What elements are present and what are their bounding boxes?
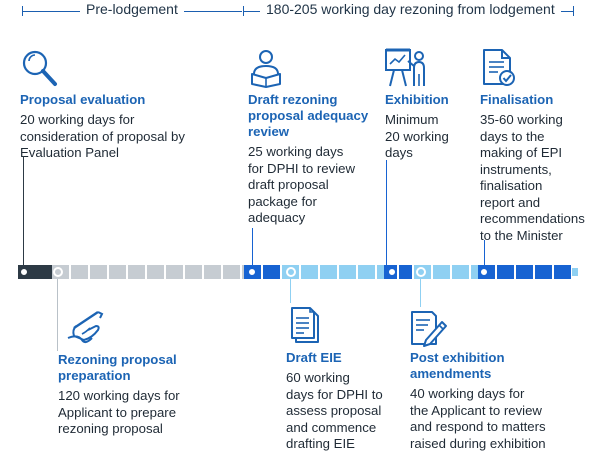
stage-description: 60 working days for DPHI to assess propo… (286, 370, 383, 451)
stage-description: Minimum 20 working days (385, 112, 449, 160)
stage-title: Finalisation (480, 92, 554, 107)
stage-draft-rezoning-review: Draft rezoning proposal adequacy review … (248, 92, 383, 227)
document-pencil-icon (411, 311, 447, 347)
stage-title: Draft EIE (286, 350, 342, 365)
stage-description: 120 working days for Applicant to prepar… (58, 388, 180, 436)
milestone-proposal-evaluation (19, 267, 29, 277)
document-stack-icon (291, 307, 319, 343)
document-check-icon (483, 49, 515, 86)
person-reading-icon (251, 50, 281, 88)
stage-title: Exhibition (385, 92, 449, 107)
connector-draft-rezoning-review (252, 228, 253, 266)
connector-draft-eie (290, 279, 291, 303)
connector-exhibition (386, 160, 387, 266)
connector-proposal-evaluation (23, 156, 24, 266)
pre-lodgement-bracket-start (22, 6, 23, 16)
hand-writing-icon (67, 311, 104, 344)
stage-title: Rezoning proposal preparation (58, 352, 177, 383)
timeline-segment-finalisation (478, 265, 572, 279)
stage-rezoning-preparation: Rezoning proposal preparation 120 workin… (58, 352, 243, 438)
rezoning-bracket-end (573, 6, 574, 16)
milestone-finalisation (479, 267, 489, 277)
milestone-post-exhibition (416, 267, 426, 277)
stage-description: 20 working days for consideration of pro… (20, 112, 185, 160)
timeline-segment-finalisation-tail (572, 268, 578, 276)
stage-description: 25 working days for DPHI to review draft… (248, 144, 355, 225)
stage-draft-eie: Draft EIE 60 working days for DPHI to as… (286, 350, 404, 453)
stage-title: Proposal evaluation (20, 92, 146, 107)
milestone-draft-rezoning-review (247, 267, 257, 277)
stage-exhibition: Exhibition Minimum 20 working days (385, 92, 475, 162)
milestone-rezoning-preparation (53, 267, 63, 277)
stage-description: 40 working days for the Applicant to rev… (410, 386, 546, 451)
stage-finalisation: Finalisation 35-60 working days to the m… (480, 92, 595, 244)
stage-title: Draft rezoning proposal adequacy review (248, 92, 369, 139)
timeline-segment-preparation (52, 265, 244, 279)
stage-proposal-evaluation: Proposal evaluation 20 working days for … (20, 92, 240, 162)
pre-lodgement-label: Pre-lodgement (80, 1, 184, 17)
milestone-draft-eie (286, 267, 296, 277)
timeline-segment-draft-eie (282, 265, 384, 279)
timeline-segment-post-exhibition (414, 265, 478, 279)
connector-post-exhibition (420, 279, 421, 307)
presentation-board-icon (385, 48, 425, 87)
stage-description: 35-60 working days to the making of EPI … (480, 112, 585, 243)
stage-post-exhibition: Post exhibition amendments 40 working da… (410, 350, 595, 452)
connector-finalisation (484, 240, 485, 266)
milestone-exhibition (387, 267, 397, 277)
magnifier-icon (22, 50, 57, 86)
connector-rezoning-preparation (57, 279, 58, 351)
stage-title: Post exhibition amendments (410, 350, 505, 381)
rezoning-period-label: 180-205 working day rezoning from lodgem… (260, 1, 561, 17)
